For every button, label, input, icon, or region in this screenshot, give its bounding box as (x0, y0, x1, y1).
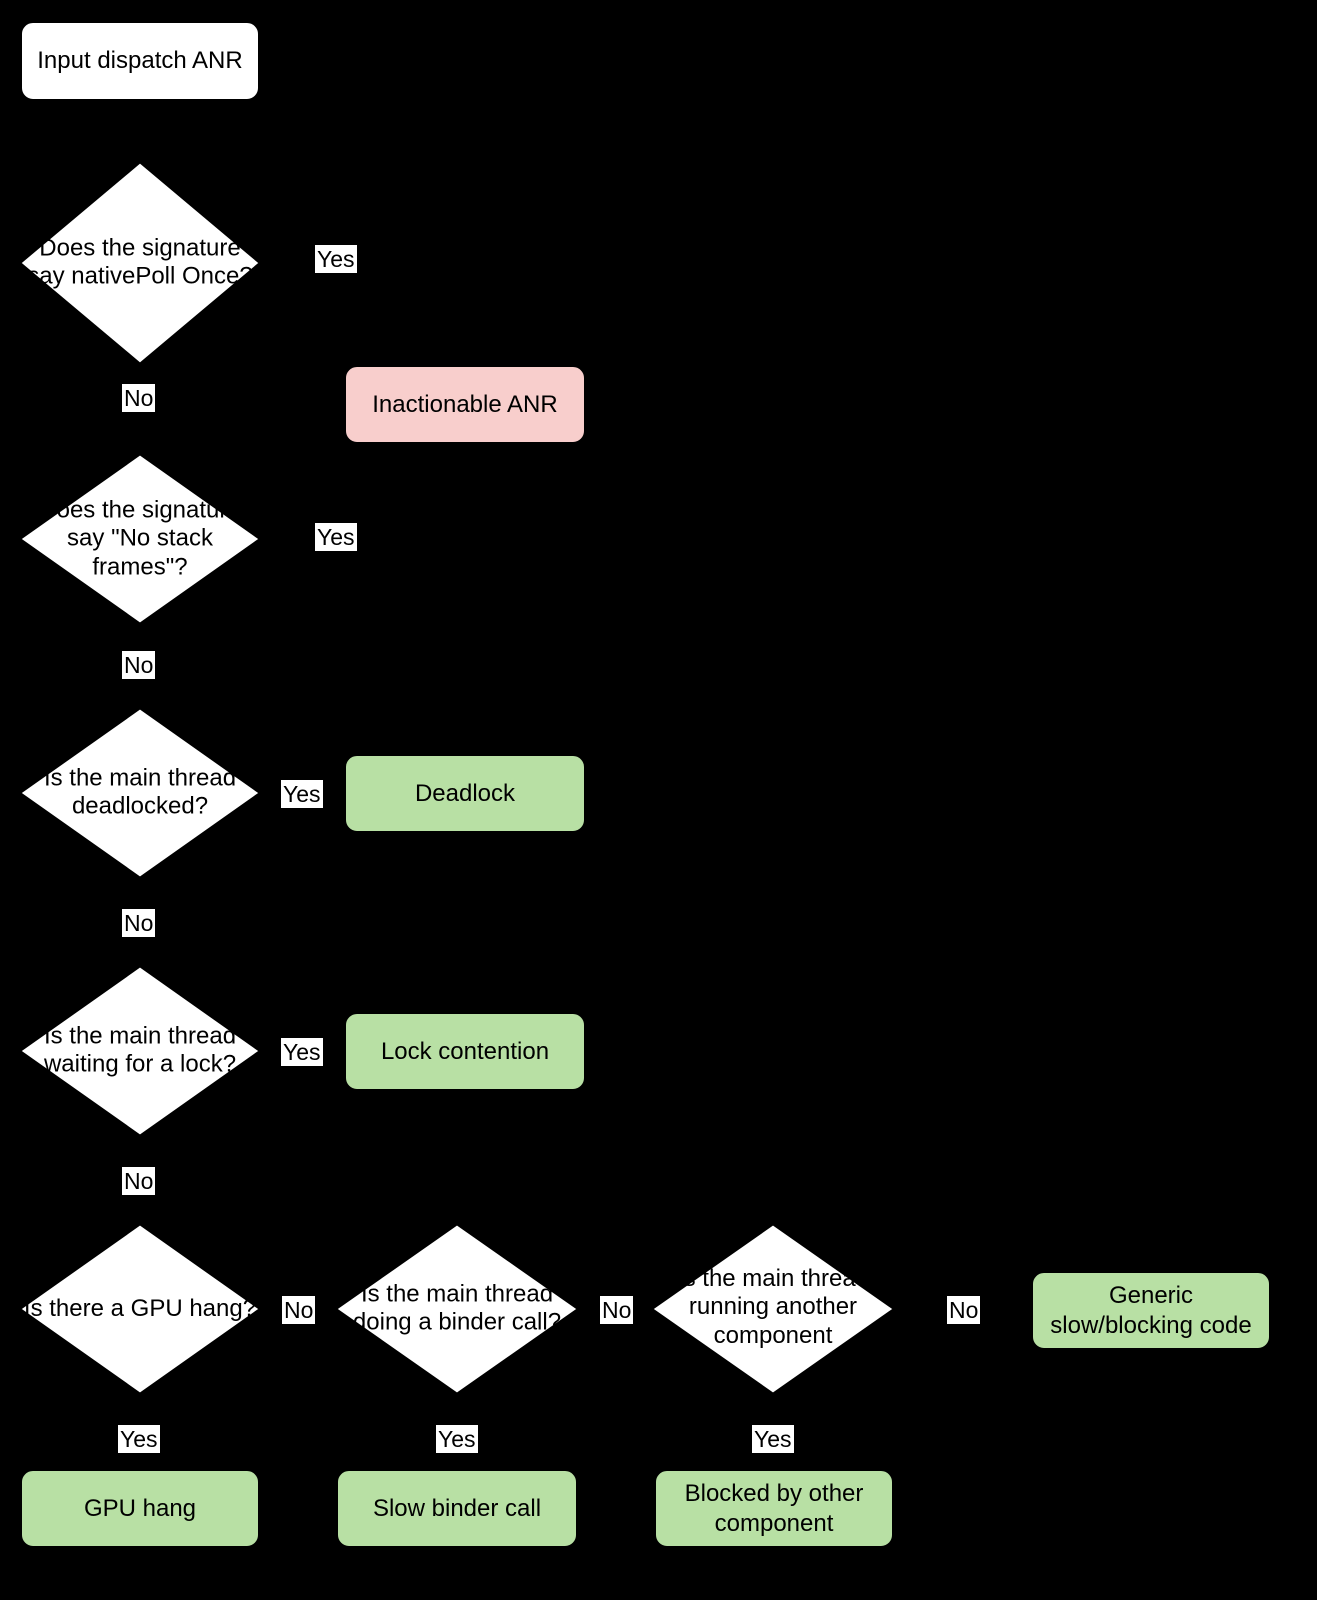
node-input-dispatch-anr[interactable]: Input dispatch ANR (21, 22, 259, 100)
node-lock-contention[interactable]: Lock contention (345, 1013, 585, 1090)
diamond-shape (21, 1225, 259, 1393)
edge-label-nostack-yes: Yes (315, 523, 357, 552)
node-decision-waiting-for-lock[interactable]: Is the main thread waiting for a lock? (21, 967, 259, 1135)
node-decision-gpu-hang[interactable]: Is there a GPU hang? (21, 1225, 259, 1393)
node-label: Blocked by other component (684, 1480, 864, 1537)
edge-label-nostack-no: No (122, 651, 156, 680)
node-decision-main-thread-deadlocked[interactable]: Is the main thread deadlocked? (21, 709, 259, 877)
node-decision-no-stack-frames[interactable]: Does the signature say "No stack frames"… (21, 455, 259, 623)
diamond-shape (337, 1225, 577, 1393)
edge-nostack-yes (259, 442, 469, 540)
diamond-shape (21, 967, 259, 1135)
node-deadlock[interactable]: Deadlock (345, 755, 585, 832)
node-label: Generic slow/blocking code (1050, 1282, 1252, 1339)
edge-label-gpu-yes: Yes (118, 1425, 160, 1454)
node-decision-binder-call[interactable]: Is the main thread doing a binder call? (337, 1225, 577, 1393)
edge-label-component-yes: Yes (752, 1425, 794, 1454)
edge-label-deadlock-no: No (122, 909, 156, 938)
edge-label-nativepoll-no: No (122, 384, 156, 413)
edge-label-lock-yes: Yes (281, 1038, 323, 1067)
edge-label-deadlock-yes: Yes (281, 780, 323, 809)
node-label: Input dispatch ANR (37, 47, 243, 75)
node-blocked-by-other-component[interactable]: Blocked by other component (655, 1470, 893, 1547)
edge-nativepoll-yes (259, 262, 469, 367)
node-label: Inactionable ANR (372, 390, 558, 418)
node-label: Lock contention (380, 1037, 550, 1065)
edge-label-gpu-no: No (282, 1296, 316, 1325)
node-generic-slow-blocking-code[interactable]: Generic slow/blocking code (1032, 1272, 1270, 1349)
node-decision-running-another-component[interactable]: Is the main thread running another compo… (653, 1225, 893, 1393)
node-inactionable-anr[interactable]: Inactionable ANR (345, 366, 585, 443)
edge-label-nativepoll-yes: Yes (315, 245, 357, 274)
node-slow-binder-call[interactable]: Slow binder call (337, 1470, 577, 1547)
node-label: Deadlock (414, 779, 516, 807)
edge-label-component-no: No (947, 1296, 981, 1325)
edge-label-lock-no: No (122, 1167, 156, 1196)
edge-label-binder-yes: Yes (436, 1425, 478, 1454)
node-label: GPU hang (83, 1494, 197, 1522)
diamond-shape (653, 1225, 893, 1393)
node-gpu-hang[interactable]: GPU hang (21, 1470, 259, 1547)
node-decision-nativepolleonce[interactable]: Does the signature say nativePoll Once? (21, 163, 259, 363)
diamond-shape (21, 455, 259, 623)
diamond-shape (21, 163, 259, 363)
node-label: Slow binder call (372, 1494, 542, 1522)
diamond-shape (21, 709, 259, 877)
edge-label-binder-no: No (600, 1296, 634, 1325)
